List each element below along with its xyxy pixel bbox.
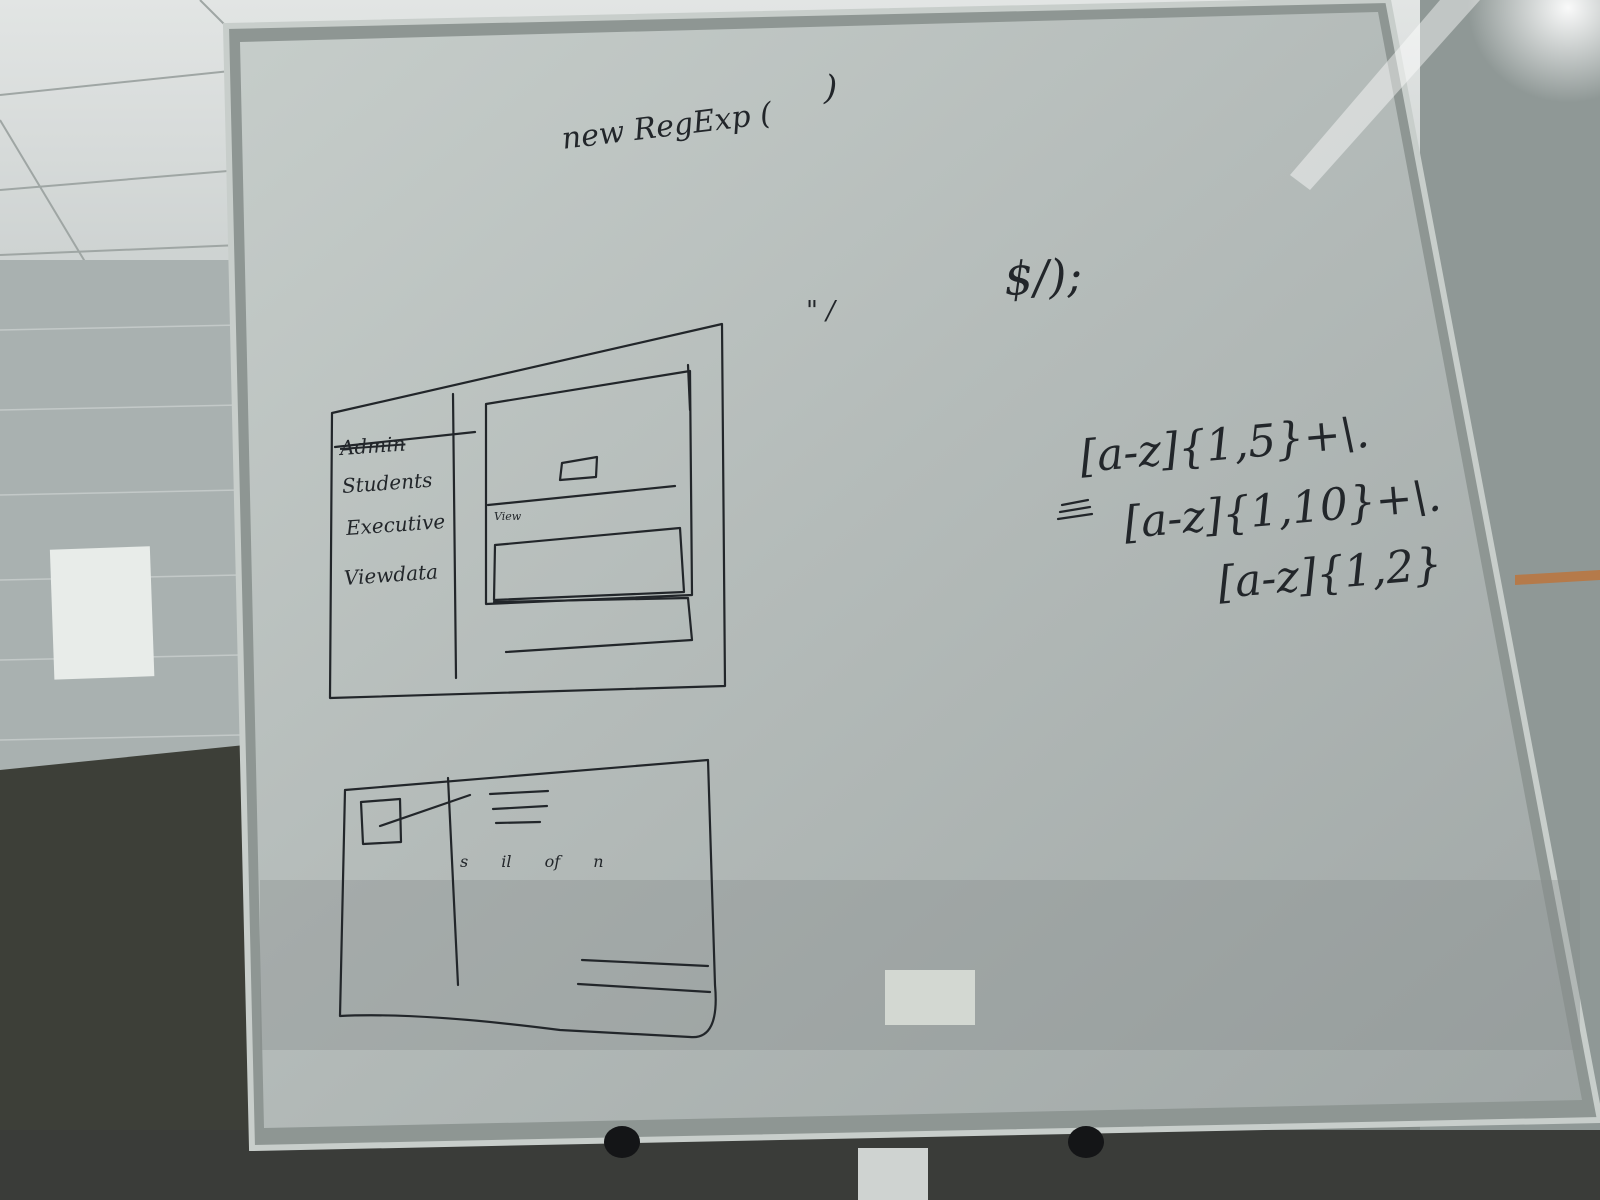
right-board-clip (1068, 1126, 1104, 1158)
cabinet (0, 745, 250, 1200)
wireframe-bottom-pointer (378, 793, 472, 828)
wireframe-top-frame (328, 322, 727, 700)
code-regexp-close-paren: ) (824, 68, 838, 108)
reflected-window (885, 970, 975, 1025)
wireframe-bottom-line-3 (494, 820, 542, 825)
code-stray-marks: " / (806, 296, 835, 326)
wireframe-bottom-divider (446, 776, 460, 987)
glare-streak (1290, 0, 1480, 190)
wireframe-top-small-rect (558, 455, 599, 482)
wall-poster (49, 546, 155, 680)
regex-underline-1 (1060, 498, 1090, 507)
light-glare (1200, 0, 1600, 380)
wireframe-top-sidebar-underline (333, 430, 477, 449)
wireframe-top-sidebar-divider (451, 392, 458, 680)
right-orange-strip (1515, 570, 1600, 585)
wireframe-bottom-line-1 (488, 789, 550, 796)
wireframe-bottom-checkbox (359, 797, 403, 846)
wireframe-bottom-bar-1 (580, 958, 710, 968)
wireframe-top-card (492, 526, 686, 602)
wall (0, 260, 245, 780)
wireframe-bottom-text: s il of n (460, 852, 604, 871)
wireframe-bottom-bar-2 (576, 982, 712, 994)
ceiling-grid (0, 0, 241, 271)
wireframe-view-label: View (494, 510, 522, 523)
wireframe-top-panel-divider (486, 484, 677, 507)
floor (0, 1130, 1600, 1200)
regex-underline-3 (1056, 512, 1094, 521)
left-board-clip (604, 1126, 640, 1158)
wireframe-top-card-2 (492, 596, 694, 654)
wireframe-top-scrollbar (686, 363, 692, 412)
wireframe-bottom-line-2 (491, 804, 549, 811)
regex-underline-2 (1058, 505, 1092, 514)
code-regexp-end: $/); (1002, 247, 1084, 306)
easel-base (858, 1148, 928, 1200)
wireframe-bottom-frame (338, 758, 717, 1039)
wireframe-top-main-panel (484, 369, 694, 606)
wireframe-sidebar-item-admin: Admin (339, 431, 407, 460)
